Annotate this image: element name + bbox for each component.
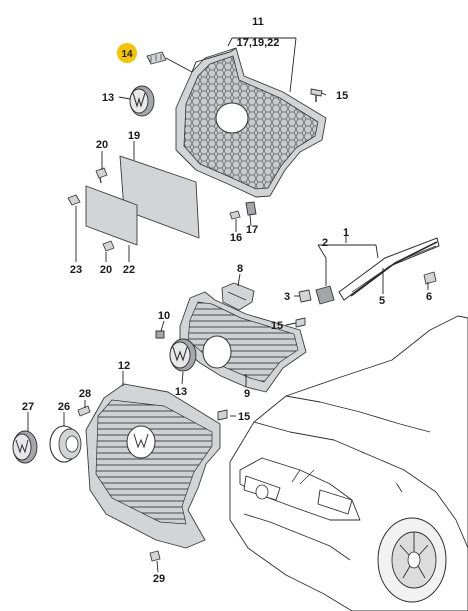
label-15-lower: 15 [238,411,250,423]
label-20-top: 20 [96,139,108,151]
label-8: 8 [237,263,243,275]
upper-grille-part [175,47,327,198]
screw-part-10 [155,330,165,339]
label-6: 6 [426,291,432,303]
vw-emblem-middle [169,338,197,372]
label-27: 27 [22,401,34,413]
lower-grille-12 [85,383,221,549]
label-10: 10 [158,310,170,322]
plate-bracket-19 [119,155,200,239]
label-13-upper: 13 [102,92,114,104]
bracket-part-8 [221,282,255,311]
label-17: 17 [246,224,258,236]
part-labels: 11 17,19,22 14 13 15 19 20 16 17 23 20 2… [22,16,432,585]
car-illustration [229,315,468,611]
label-29: 29 [153,573,165,585]
center-grille-9 [179,291,307,393]
screw-part-15-upper [310,88,323,102]
emblem-ring-26 [49,425,82,463]
clip-part-3 [298,289,312,303]
label-22: 22 [123,264,135,276]
screw-part-29 [149,550,161,562]
label-28: 28 [79,388,91,400]
vw-emblem-27 [12,430,38,464]
clip-part-2 [315,285,335,305]
screw-part-20-bottom [102,240,115,252]
label-3: 3 [284,291,290,303]
bracket-part-17 [245,201,257,216]
label-15-upper: 15 [336,90,348,102]
clip-part-6 [423,271,437,285]
leader-lines [27,37,429,573]
label-20-bottom: 20 [100,264,112,276]
screw-part-15-lower [217,409,228,421]
vw-emblem-upper [129,85,155,117]
highlight-badge [117,43,137,63]
label-14: 14 [121,49,133,60]
label-12: 12 [118,360,130,372]
screw-part-20-top [95,167,108,184]
clip-part-14 [146,51,167,65]
label-9: 9 [244,388,250,400]
label-19: 19 [128,130,140,142]
trim-strip-5 [338,237,440,301]
screw-part-16 [229,210,241,220]
screw-part-23 [67,194,81,206]
label-16: 16 [230,232,242,244]
label-23: 23 [70,264,82,276]
label-11-sub: 17,19,22 [237,37,280,49]
label-11: 11 [252,16,264,28]
screw-part-15-middle [295,317,306,328]
screw-part-28 [77,405,91,417]
plate-22 [85,185,138,246]
label-5: 5 [379,295,385,307]
label-1: 1 [343,227,349,239]
label-26: 26 [58,401,70,413]
label-13-middle: 13 [175,386,187,398]
label-2: 2 [322,237,328,249]
label-15-middle: 15 [271,320,283,332]
trim-strip-1 [350,241,438,297]
